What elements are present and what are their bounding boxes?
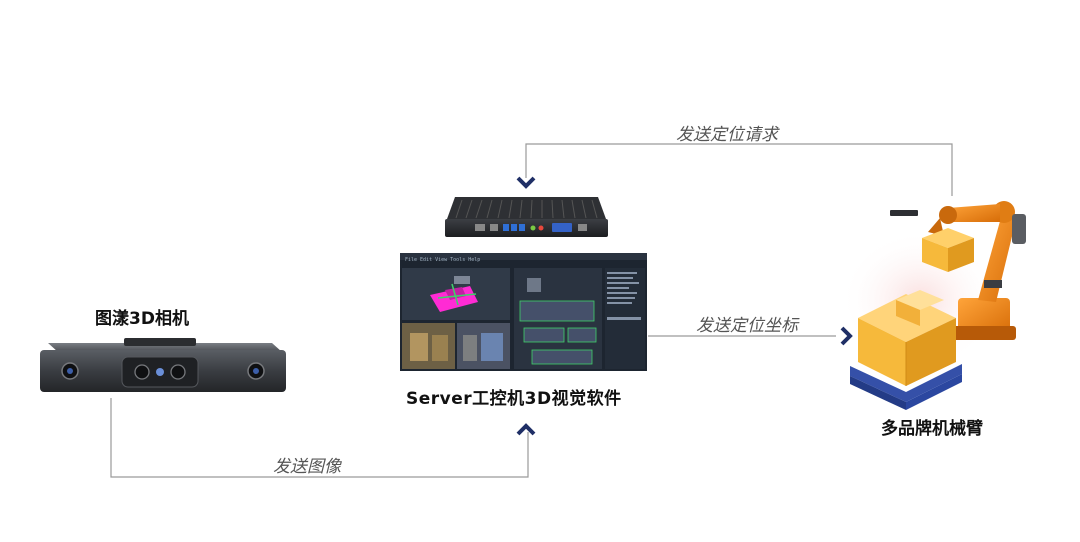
chevron-right-icon: [840, 326, 853, 346]
chevron-down-icon: [516, 176, 536, 189]
edge-send-image-line: [110, 398, 529, 478]
node-label-robot: 多品牌机械臂: [881, 419, 983, 439]
sensor-bar: [890, 210, 918, 216]
edge-label-send-coords: 发送定位坐标: [696, 316, 798, 336]
pallet: [850, 364, 962, 410]
box-stack: [858, 290, 956, 386]
edge-label-send-request: 发送定位请求: [676, 125, 778, 145]
software-menu-bar: File Edit View Tools Help: [405, 257, 481, 263]
edge-send-request-line: [525, 143, 953, 196]
robot-arm: [928, 201, 1026, 340]
node-label-server: Server工控机3D视觉软件: [406, 389, 622, 409]
edge-label-send-image: 发送图像: [273, 457, 341, 477]
node-label-camera: 图漾3D相机: [95, 309, 189, 329]
chevron-up-icon: [516, 423, 536, 436]
held-box: [922, 228, 974, 272]
